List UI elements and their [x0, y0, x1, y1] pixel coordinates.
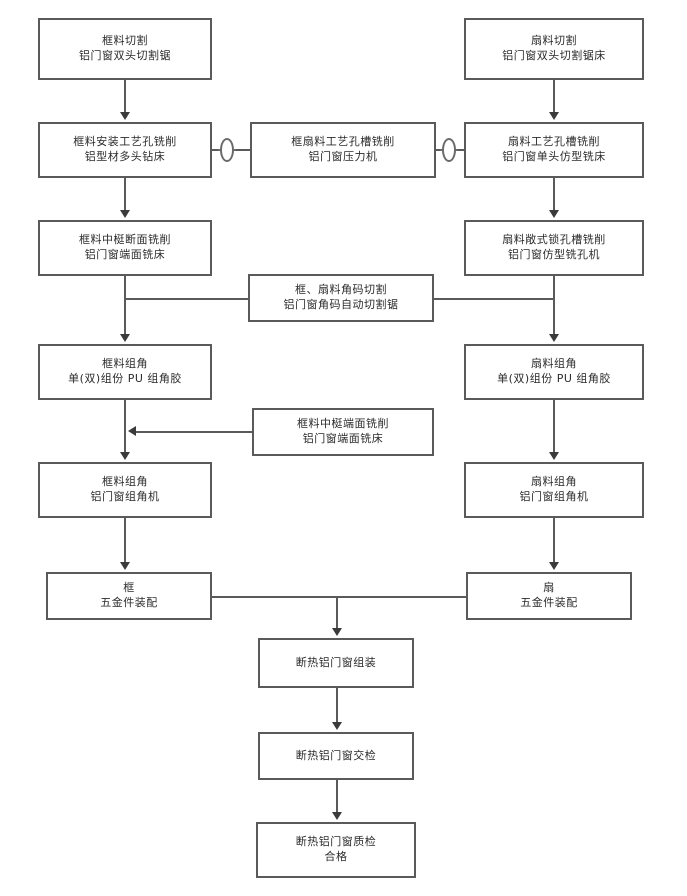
node-line1: 扇料组角 — [531, 357, 577, 371]
node-frame-cut[interactable]: 框料切割 铝门窗双头切割锯 — [38, 18, 212, 80]
edge-lock-mill-to-sash-corner-glue — [553, 276, 555, 334]
node-line2: 铝门窗双头切割锯 — [79, 49, 171, 62]
edge-process-to-mullion-mill — [124, 178, 126, 210]
arrow-assembly-to-inspection — [332, 722, 342, 730]
arrow-mullion-end-mill-to-left-trunk — [128, 426, 136, 436]
node-sash-corner-machine[interactable]: 扇料组角 铝门窗组角机 — [464, 462, 644, 518]
edge-mullion-end-mill-to-left-trunk — [136, 431, 254, 433]
edge-frame-to-connector-left — [212, 149, 220, 151]
node-frame-mullion-end-mill[interactable]: 框料中梃端面铣削 铝门窗端面铣床 — [252, 408, 434, 456]
connector-ellipse — [220, 138, 234, 162]
arrow-frame-cut-to-process — [120, 112, 130, 120]
node-assembly[interactable]: 断热铝门窗组装 — [258, 638, 414, 688]
connector-left-junction-icon — [218, 138, 236, 162]
edge-connector-left-to-center — [234, 149, 252, 151]
edge-frame-cut-to-process — [124, 80, 126, 112]
node-line1: 框、扇料角码切割 — [295, 283, 387, 297]
node-sash-hole-groove[interactable]: 扇料工艺孔槽铣削 铝门窗单头仿型铣床 — [464, 122, 644, 178]
node-line2: 铝型材多头钻床 — [84, 150, 166, 163]
node-line1: 断热铝门窗质检 — [295, 835, 377, 849]
node-line1: 框扇料工艺孔槽铣削 — [291, 135, 395, 149]
node-line1: 框料中梃断面铣削 — [79, 233, 171, 247]
node-line1: 框料中梃端面铣削 — [297, 417, 389, 431]
node-line1: 框料安装工艺孔铣削 — [73, 135, 177, 149]
node-line2: 合格 — [324, 850, 348, 863]
edge-sash-machine-to-hardware — [553, 518, 555, 562]
node-line2: 铝门窗压力机 — [308, 150, 378, 163]
node-frame-mullion-face-mill[interactable]: 框料中梃断面铣削 铝门窗端面铣床 — [38, 220, 212, 276]
arrow-sash-cut-to-hole-groove — [549, 112, 559, 120]
edge-corner-machine-to-hardware — [124, 518, 126, 562]
edge-corner-code-to-left-branch — [124, 298, 250, 300]
arrow-corner-machine-to-hardware — [120, 562, 130, 570]
arrow-merge-to-assembly — [332, 628, 342, 636]
node-line1: 框料组角 — [102, 475, 148, 489]
node-line2: 单(双)组份 PU 组角胶 — [68, 372, 182, 385]
node-line2: 铝门窗端面铣床 — [84, 248, 166, 261]
arrow-mullion-mill-to-corner-glue — [120, 334, 130, 342]
node-line1: 扇 — [543, 581, 555, 595]
node-quality-pass[interactable]: 断热铝门窗质检 合格 — [256, 822, 416, 878]
node-line2: 铝门窗组角机 — [90, 490, 160, 503]
node-sash-corner-glue[interactable]: 扇料组角 单(双)组份 PU 组角胶 — [464, 344, 644, 400]
edge-corner-glue-to-corner-machine — [124, 400, 126, 452]
node-line1: 框料切割 — [102, 34, 148, 48]
node-line1: 扇料组角 — [531, 475, 577, 489]
connector-right-junction-icon — [440, 138, 458, 162]
node-line1: 框料组角 — [102, 357, 148, 371]
edge-corner-code-to-right-branch — [434, 298, 555, 300]
node-line1: 扇料敞式锁孔槽铣削 — [502, 233, 606, 247]
node-line2: 五金件装配 — [100, 596, 158, 609]
node-line1: 扇料切割 — [531, 34, 577, 48]
node-line2: 五金件装配 — [520, 596, 578, 609]
node-line2: 铝门窗角码自动切割锯 — [283, 298, 399, 311]
arrow-inspection-to-quality — [332, 812, 342, 820]
arrow-sash-machine-to-hardware — [549, 562, 559, 570]
node-frame-process-hole[interactable]: 框料安装工艺孔铣削 铝型材多头钻床 — [38, 122, 212, 178]
edge-assembly-to-inspection — [336, 688, 338, 722]
node-line2: 铝门窗单头仿型铣床 — [502, 150, 606, 163]
node-sash-cut[interactable]: 扇料切割 铝门窗双头切割锯床 — [464, 18, 644, 80]
node-line2: 铝门窗组角机 — [519, 490, 589, 503]
edge-hardware-merge-bus — [210, 596, 468, 598]
node-frame-corner-machine[interactable]: 框料组角 铝门窗组角机 — [38, 462, 212, 518]
arrow-lock-mill-to-sash-corner-glue — [549, 334, 559, 342]
edge-merge-to-assembly — [336, 596, 338, 628]
edge-sash-cut-to-hole-groove — [553, 80, 555, 112]
node-line1: 断热铝门窗组装 — [295, 655, 377, 669]
node-sash-lock-hole-mill[interactable]: 扇料敞式锁孔槽铣削 铝门窗仿型铣孔机 — [464, 220, 644, 276]
edge-inspection-to-quality — [336, 780, 338, 812]
arrow-corner-glue-to-corner-machine — [120, 452, 130, 460]
arrow-process-to-mullion-mill — [120, 210, 130, 218]
node-sash-hardware[interactable]: 扇 五金件装配 — [466, 572, 632, 620]
node-line1: 扇料工艺孔槽铣削 — [508, 135, 600, 149]
node-line2: 铝门窗仿型铣孔机 — [508, 248, 600, 261]
node-inspection-handover[interactable]: 断热铝门窗交检 — [258, 732, 414, 780]
edge-sash-corner-glue-to-machine — [553, 400, 555, 452]
connector-ellipse — [442, 138, 456, 162]
node-line2: 铝门窗端面铣床 — [302, 432, 384, 445]
edge-connector-right-to-sash — [456, 149, 466, 151]
edge-mullion-mill-to-corner-glue — [124, 276, 126, 334]
edge-center-to-connector-right — [434, 149, 442, 151]
node-line1: 断热铝门窗交检 — [295, 748, 377, 762]
node-corner-code-cut[interactable]: 框、扇料角码切割 铝门窗角码自动切割锯 — [248, 274, 434, 322]
arrow-sash-corner-glue-to-machine — [549, 452, 559, 460]
node-line2: 单(双)组份 PU 组角胶 — [497, 372, 611, 385]
node-frame-sash-hole-groove[interactable]: 框扇料工艺孔槽铣削 铝门窗压力机 — [250, 122, 436, 178]
node-frame-corner-glue[interactable]: 框料组角 单(双)组份 PU 组角胶 — [38, 344, 212, 400]
arrow-sash-groove-to-lock-mill — [549, 210, 559, 218]
node-line1: 框 — [123, 581, 135, 595]
node-frame-hardware[interactable]: 框 五金件装配 — [46, 572, 212, 620]
node-line2: 铝门窗双头切割锯床 — [502, 49, 606, 62]
edge-sash-groove-to-lock-mill — [553, 178, 555, 210]
